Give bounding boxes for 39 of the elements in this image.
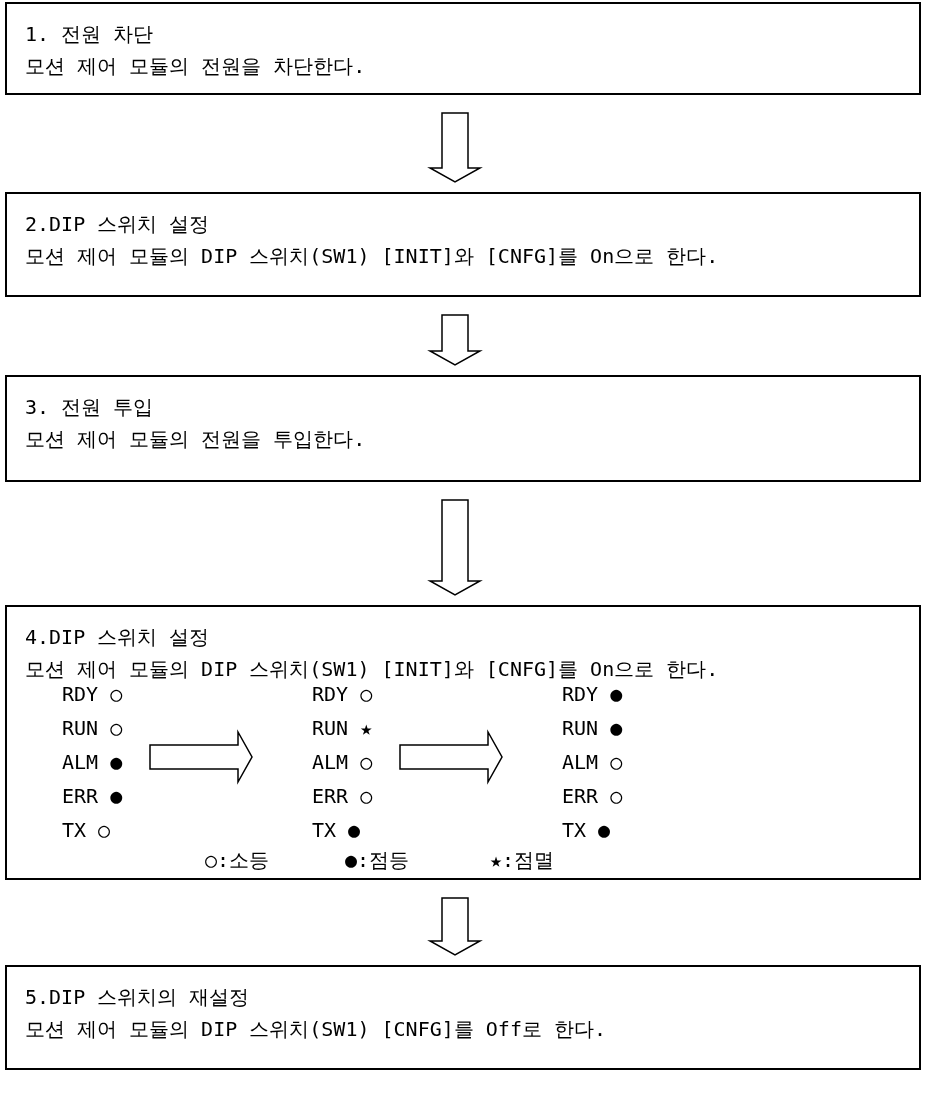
indicator-status: RUN ★ [312, 716, 373, 740]
indicator-status: RUN ○ [62, 716, 123, 740]
legend-text: ★:점멸 [490, 848, 555, 872]
indicator-status: RDY ● [562, 682, 623, 706]
indicator-status: RDY ○ [312, 682, 373, 706]
step-description: 모션 제어 모듈의 전원을 차단한다. [25, 53, 366, 80]
indicator-status: RUN ● [562, 716, 623, 740]
step-box [5, 375, 921, 482]
indicator-status: ERR ○ [312, 784, 373, 808]
indicator-status: ALM ○ [312, 750, 373, 774]
indicator-status: TX ● [312, 818, 361, 842]
indicator-status: ALM ○ [562, 750, 623, 774]
step-description: 모션 제어 모듈의 전원을 투입한다. [25, 426, 366, 453]
step-description: 모션 제어 모듈의 DIP 스위치(SW1) [INIT]와 [CNFG]를 On으로 한다. [25, 243, 719, 270]
indicator-status: RDY ○ [62, 682, 123, 706]
block-arrow [427, 112, 483, 183]
step-title: 2.DIP 스위치 설정 [25, 211, 210, 238]
step-title: 3. 전원 투입 [25, 394, 154, 421]
block-arrow [427, 897, 483, 956]
step-title: 1. 전원 차단 [25, 21, 154, 48]
step-title: 5.DIP 스위치의 재설정 [25, 984, 250, 1011]
block-arrow [427, 314, 483, 366]
step-title: 4.DIP 스위치 설정 [25, 624, 210, 651]
indicator-status: TX ● [562, 818, 611, 842]
block-arrow [399, 729, 503, 785]
step-box [5, 605, 921, 880]
indicator-status: ALM ● [62, 750, 123, 774]
step-box [5, 965, 921, 1070]
block-arrow [427, 499, 483, 596]
step-box [5, 2, 921, 95]
indicator-status: TX ○ [62, 818, 111, 842]
step-box [5, 192, 921, 297]
block-arrow [149, 729, 253, 785]
indicator-status: ERR ○ [562, 784, 623, 808]
legend-text: ○:소등 [205, 848, 270, 872]
indicator-status: ERR ● [62, 784, 123, 808]
step-description: 모션 제어 모듈의 DIP 스위치(SW1) [CNFG]를 Off로 한다. [25, 1016, 607, 1043]
step-description: 모션 제어 모듈의 DIP 스위치(SW1) [INIT]와 [CNFG]를 On으로 한다. [25, 656, 719, 683]
legend-text: ●:점등 [345, 848, 410, 872]
